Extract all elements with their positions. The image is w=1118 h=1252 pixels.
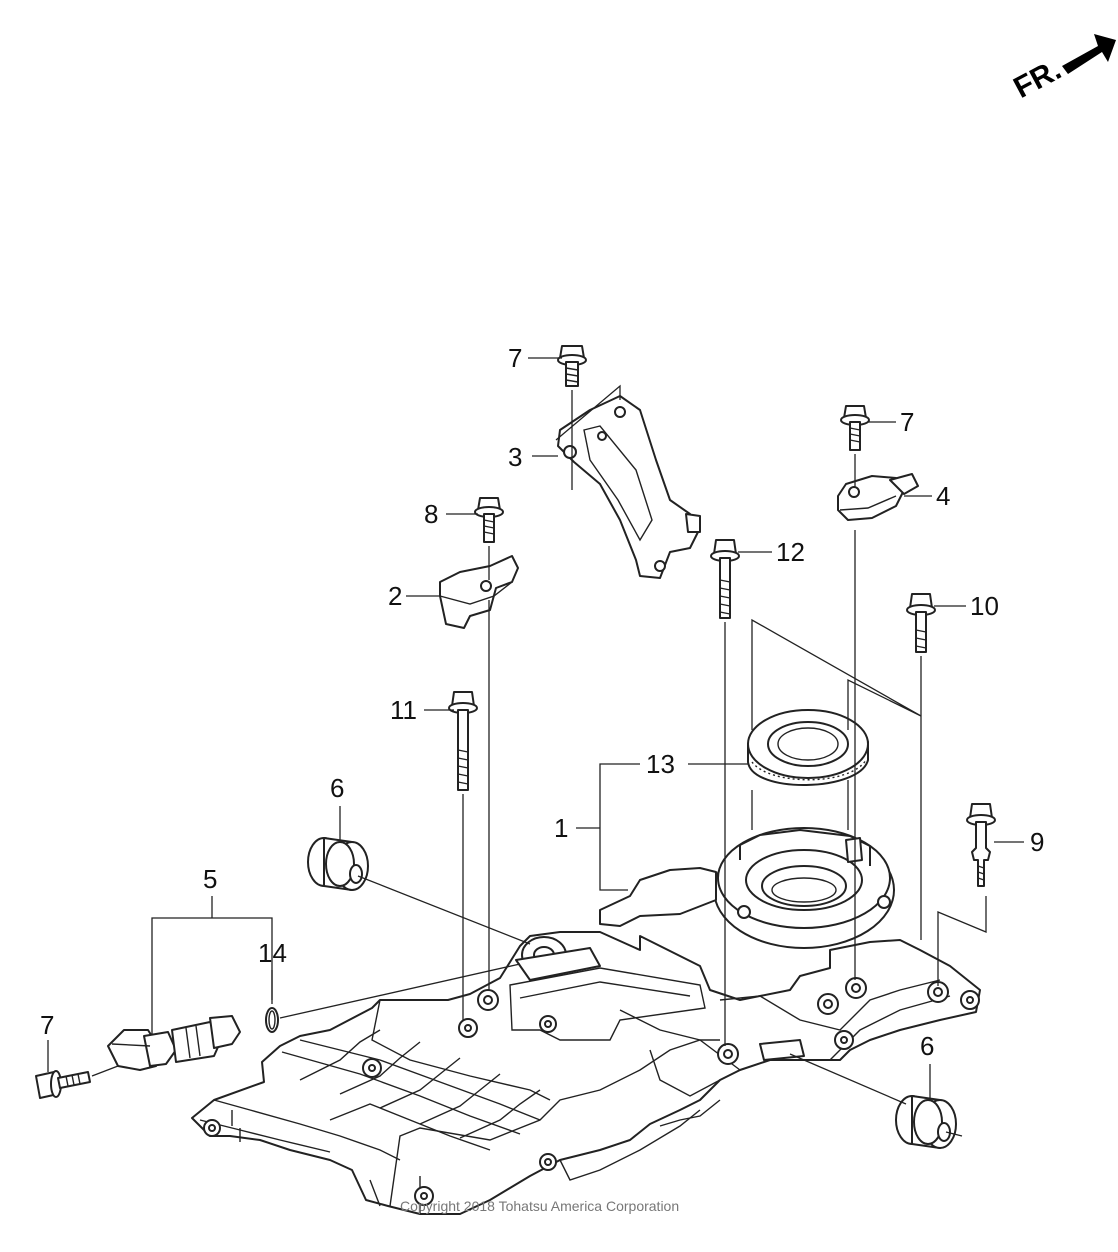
callout-6-left: 6: [330, 773, 344, 803]
bolt-8: [35, 1070, 91, 1099]
callout-5: 5: [203, 864, 217, 894]
callout-7-right: 7: [900, 407, 914, 437]
clip-bracket-4: [837, 473, 919, 521]
sensor-5: [107, 1015, 241, 1071]
bolt-7-top: [557, 345, 587, 387]
bolt-11: [448, 691, 478, 791]
arrow-icon: [1062, 34, 1116, 74]
callout-10: 10: [970, 591, 999, 621]
callout-9: 9: [1030, 827, 1044, 857]
front-direction-indicator: FR.: [1008, 34, 1116, 105]
bolt-12: [710, 539, 740, 619]
grommet-6-right: [895, 1095, 957, 1149]
copyright-notice: Copyright 2018 Tohatsu America Corporati…: [400, 1198, 679, 1214]
grommet-6-left: [307, 837, 369, 891]
clip-bracket-2: [439, 555, 519, 629]
leader-lines: [47, 357, 1024, 1137]
callout-4: 4: [936, 481, 950, 511]
oil-pan-assembly: [191, 827, 981, 1215]
bolt-7-mid: [474, 497, 504, 543]
callout-3: 3: [508, 442, 522, 472]
callout-6-right: 6: [920, 1031, 934, 1061]
callout-12: 12: [776, 537, 805, 567]
callout-2: 2: [388, 581, 402, 611]
callout-1: 1: [554, 813, 568, 843]
callout-8: 7: [40, 1010, 54, 1040]
callout-13: 13: [646, 749, 675, 779]
callout-labels: 7 3 8 2 7 4 12 10 11 13 6 1 9 5 14 7 6: [40, 343, 1044, 1061]
oil-seal: [747, 709, 869, 786]
bolt-9: [966, 803, 996, 887]
fr-label: FR.: [1008, 53, 1066, 105]
callout-7-mid: 8: [424, 499, 438, 529]
engine-bracket-3: [557, 395, 701, 579]
callout-11: 11: [390, 695, 417, 725]
o-ring-14: [265, 1007, 279, 1033]
bolt-7-right: [840, 405, 870, 451]
bolt-10: [906, 593, 936, 653]
callout-14: 14: [258, 938, 287, 968]
callout-7-top: 7: [508, 343, 522, 373]
